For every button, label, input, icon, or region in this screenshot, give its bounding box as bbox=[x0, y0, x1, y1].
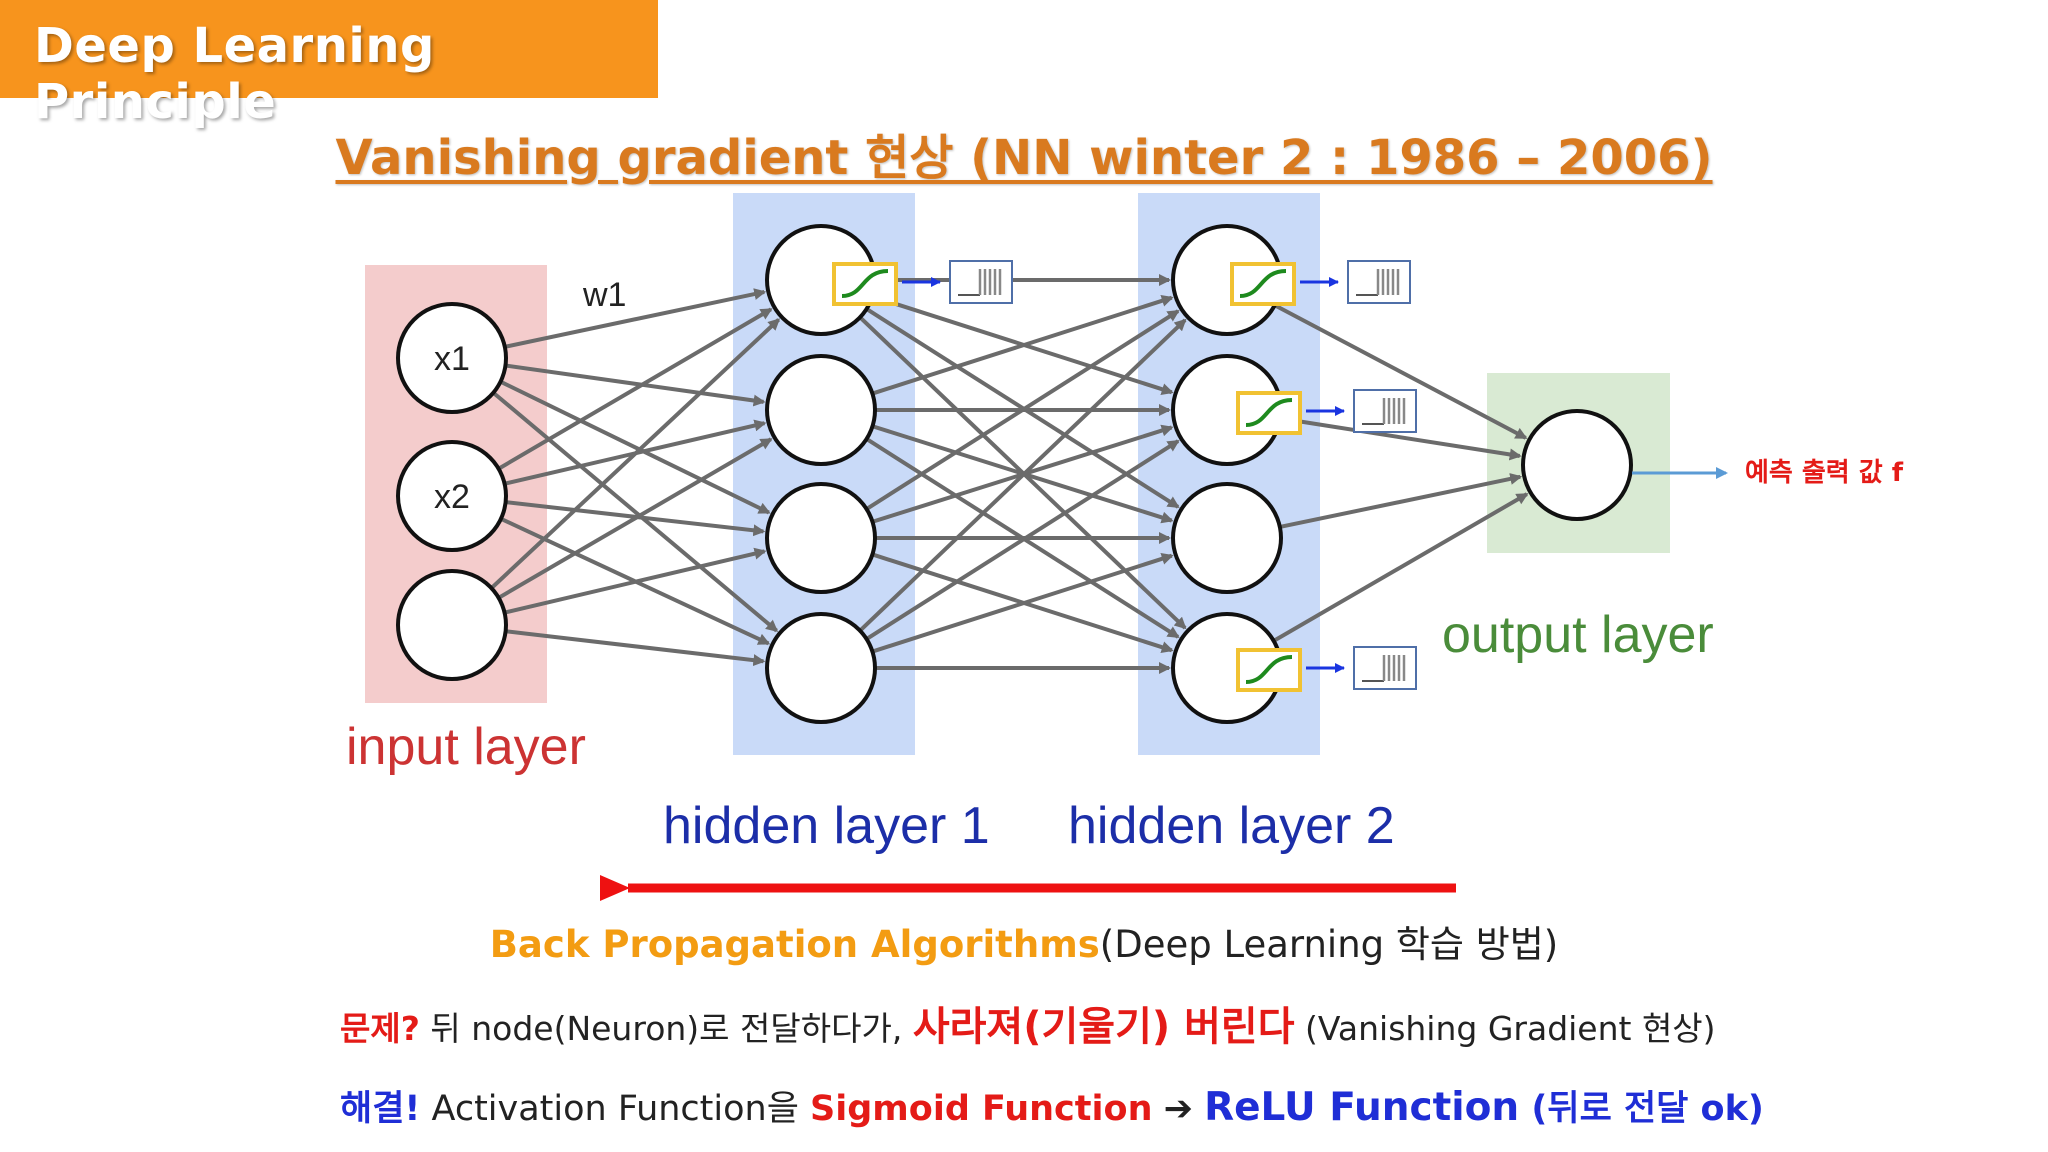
problem-emphasis: 사라져(기울기) 버린다 bbox=[912, 1004, 1295, 1050]
page-title: Deep Learning Principle bbox=[34, 18, 435, 130]
relu-function-label: ReLU Function bbox=[1204, 1085, 1520, 1130]
input-layer-label: input layer bbox=[346, 718, 586, 776]
title-banner: Deep Learning Principle bbox=[0, 0, 658, 130]
prediction-label: 예측 출력 값 f bbox=[1745, 458, 1904, 488]
edge-l0-2-0 bbox=[490, 318, 781, 590]
problem-text: 뒤 node(Neuron)로 전달하다가, bbox=[419, 1009, 913, 1048]
neuron-l0-1 bbox=[396, 440, 508, 552]
solution-label: 해결! bbox=[340, 1089, 421, 1129]
hidden-layer-1-label: hidden layer 1 bbox=[663, 797, 990, 855]
edge-l1-3-1 bbox=[865, 439, 1180, 641]
solution-arrow: ➔ bbox=[1152, 1089, 1205, 1129]
network-edges bbox=[490, 274, 1529, 674]
slide-subtitle: Vanishing gradient 현상 (NN winter 2 : 198… bbox=[335, 130, 1713, 186]
sigmoid-curve-icon bbox=[1245, 398, 1293, 427]
output-layer-label: output layer bbox=[1442, 606, 1714, 664]
problem-statement: 문제? 뒤 node(Neuron)로 전달하다가, 사라져(기울기) 버린다 … bbox=[340, 994, 1716, 1052]
input-node-label: x1 bbox=[434, 340, 470, 378]
edge-l1-3-0 bbox=[858, 318, 1187, 633]
edge-l2-1-0 bbox=[1280, 416, 1522, 461]
edge-l2-2-0 bbox=[1279, 473, 1523, 529]
edge-l0-2-2 bbox=[504, 547, 767, 615]
sigmoid-activation-3 bbox=[1236, 646, 1417, 692]
neuron-l2-2 bbox=[1171, 482, 1283, 594]
solution-tail: (뒤로 전달 ok) bbox=[1519, 1089, 1764, 1129]
sigmoid-activation-1 bbox=[1230, 260, 1411, 306]
edge-l0-1-0 bbox=[497, 307, 773, 471]
sigmoid-curve-icon bbox=[1245, 655, 1293, 684]
neuron-l0-2 bbox=[396, 569, 508, 681]
edge-l1-3-2 bbox=[871, 553, 1174, 654]
sigmoid-curve-icon bbox=[1239, 269, 1287, 298]
sigmoid-activation-2 bbox=[1236, 389, 1417, 435]
neuron-l0-0 bbox=[396, 302, 508, 414]
input-node-label: x2 bbox=[434, 478, 470, 516]
edge-l0-2-1 bbox=[497, 437, 773, 600]
back-propagation-title: Back Propagation Algorithms bbox=[489, 923, 1100, 966]
edge-l2-3-0 bbox=[1272, 492, 1529, 643]
edge-l2-0-0 bbox=[1273, 303, 1528, 440]
solution-text: Activation Function을 bbox=[420, 1089, 811, 1129]
problem-tail: (Vanishing Gradient 현상) bbox=[1294, 1009, 1716, 1048]
edge-l0-2-3 bbox=[505, 629, 766, 667]
edge-l0-0-2 bbox=[499, 379, 771, 515]
solution-statement: 해결! Activation Function을 Sigmoid Functio… bbox=[340, 1080, 1764, 1131]
edge-l1-2-0 bbox=[865, 309, 1180, 511]
sigmoid-activation-0 bbox=[832, 260, 1013, 306]
hidden-layer-2-label: hidden layer 2 bbox=[1068, 797, 1395, 855]
sigmoid-curve-icon bbox=[841, 269, 889, 298]
neuron-l1-1 bbox=[765, 354, 877, 466]
activation-indicators bbox=[832, 260, 1417, 692]
problem-label: 문제? bbox=[340, 1009, 420, 1048]
neuron-l3-0 bbox=[1521, 409, 1633, 521]
sigmoid-function-label: Sigmoid Function bbox=[810, 1089, 1153, 1129]
edge-l0-0-0 bbox=[504, 288, 767, 349]
back-propagation-note: (Deep Learning 학습 방법) bbox=[1099, 923, 1559, 966]
edge-l0-0-1 bbox=[505, 363, 766, 407]
edge-l0-0-3 bbox=[492, 391, 779, 633]
neuron-l1-3 bbox=[765, 612, 877, 724]
network-nodes: x1 x2 bbox=[396, 224, 1633, 724]
edge-l1-1-0 bbox=[871, 295, 1174, 396]
back-propagation-caption: Back Propagation Algorithms(Deep Learnin… bbox=[0, 914, 2048, 968]
neuron-l1-2 bbox=[765, 482, 877, 594]
weight-label: w1 bbox=[582, 276, 626, 314]
